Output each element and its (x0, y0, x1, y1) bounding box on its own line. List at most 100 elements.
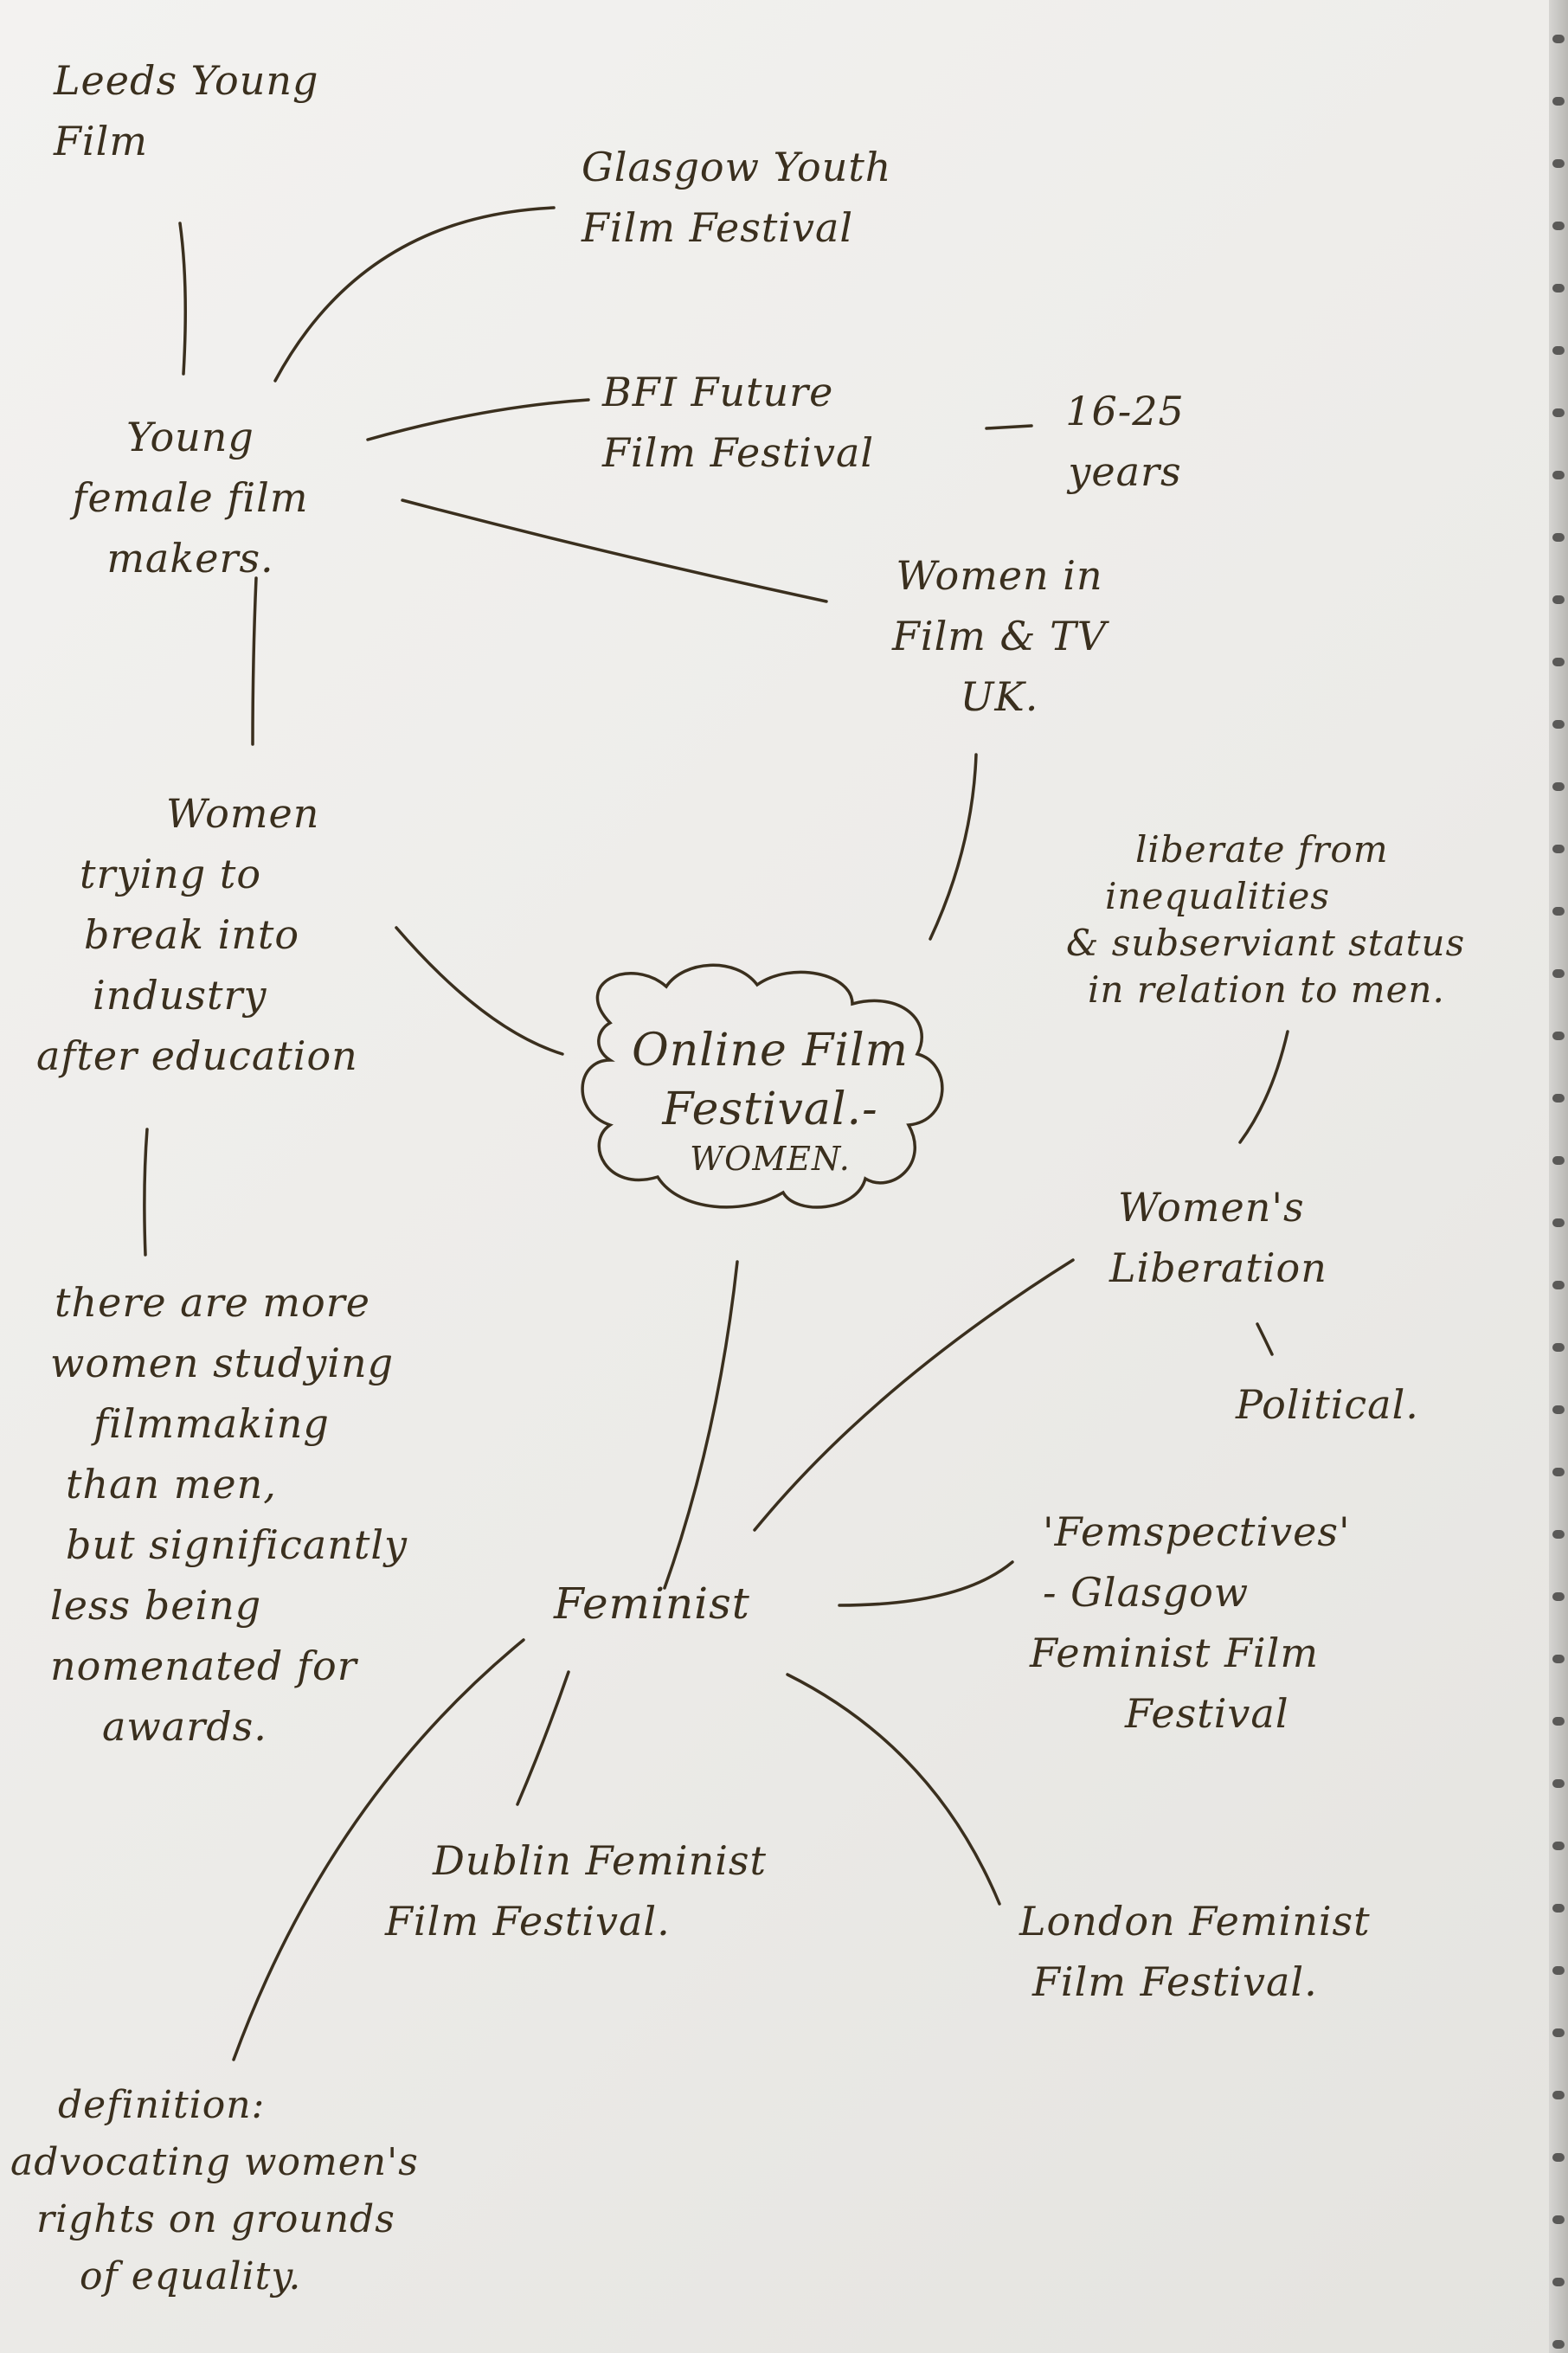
center-line-1: Online Film (632, 1025, 909, 1077)
node-leeds-young-film: Leeds Young Film (54, 50, 318, 171)
node-text: years (1068, 448, 1182, 495)
node-text: UK. (960, 673, 1039, 720)
node-text: advocating women's (10, 2140, 419, 2184)
node-text: Dublin Feminist (433, 1837, 768, 1884)
binding-hole (1552, 2091, 1565, 2099)
binding-hole (1552, 595, 1565, 604)
node-age-range: 16-25 years (1043, 381, 1207, 502)
node-text: Glasgow Youth (582, 144, 892, 190)
node-more-women-studying: there are more women studying filmmaking… (50, 1272, 408, 1757)
binding-hole (1552, 97, 1565, 106)
node-text: 16-25 (1065, 388, 1185, 434)
binding-hole (1552, 969, 1565, 978)
node-text: definition: (58, 2083, 266, 2127)
node-text: Women (166, 790, 320, 837)
center-line-3: WOMEN. (690, 1140, 851, 1178)
connector-liberate-womens-lib (1238, 1030, 1289, 1144)
binding-hole (1552, 1779, 1565, 1788)
binding-hole (1552, 782, 1565, 791)
binding-hole (1552, 720, 1565, 729)
node-text: trying to (80, 851, 262, 897)
node-political: Political. (1236, 1374, 1419, 1435)
binding-hole (1552, 1032, 1565, 1040)
binding-hole (1552, 1156, 1565, 1165)
connector-feminist-femspectives (838, 1560, 1014, 1607)
binding-hole (1552, 1405, 1565, 1414)
node-text: women studying (50, 1340, 395, 1386)
node-dublin-feminist: Dublin Feminist Film Festival. (385, 1830, 767, 1951)
binding-hole (1552, 1530, 1565, 1539)
binding-hole (1552, 1218, 1565, 1227)
node-text: but significantly (66, 1521, 408, 1568)
binding-hole (1552, 1343, 1565, 1352)
binding-hole (1552, 1655, 1565, 1663)
connector-center-feminist (663, 1260, 739, 1590)
connector-women-trying-more (143, 1128, 149, 1257)
binding-hole (1552, 2278, 1565, 2286)
node-text: rights on grounds (36, 2197, 395, 2241)
node-text: Women in (896, 552, 1103, 599)
node-liberate-from-inequalities: liberate from inequalities & subserviant… (1066, 826, 1465, 1013)
node-text: Feminist Film (1030, 1630, 1319, 1676)
node-text: Leeds Young (54, 57, 319, 104)
node-text: break into (84, 911, 300, 958)
node-text: Film (54, 118, 148, 164)
binding-hole (1552, 471, 1565, 479)
center-cloud-outline (581, 963, 944, 1209)
binding-hole (1552, 1904, 1565, 1913)
node-text: Liberation (1109, 1244, 1327, 1291)
binding-hole (1552, 907, 1565, 916)
node-bfi-future: BFI Future Film Festival (602, 362, 874, 483)
connector-leeds-young (178, 222, 187, 376)
connector-bfi-young (366, 398, 590, 441)
binding-hole (1552, 1592, 1565, 1601)
node-glasgow-youth: Glasgow Youth Film Festival (582, 137, 891, 258)
node-text: awards. (102, 1703, 267, 1750)
node-femspectives: 'Femspectives' - Glasgow Feminist Film F… (1030, 1501, 1351, 1744)
binding-hole (1552, 222, 1565, 230)
node-text: London Feminist (1019, 1898, 1371, 1945)
binding-hole (1552, 35, 1565, 43)
binding-hole (1552, 1717, 1565, 1726)
node-text: in relation to men. (1088, 968, 1445, 1011)
binding-hole (1552, 2215, 1565, 2224)
binding-hole (1552, 845, 1565, 853)
connector-glasgow-young (273, 206, 556, 383)
node-text: Film & TV (891, 613, 1108, 659)
connector-feminist-london (786, 1673, 1001, 1906)
binding-hole (1552, 2028, 1565, 2037)
connector-wftv-center (929, 753, 978, 941)
node-feminist: Feminist (554, 1573, 750, 1634)
binding-hole (1552, 1966, 1565, 1975)
binding-hole (1552, 159, 1565, 168)
node-london-feminist: London Feminist Film Festival. (1019, 1891, 1371, 2012)
binding-hole (1552, 1281, 1565, 1289)
connector-feminist-definition (232, 1638, 525, 2061)
node-text: there are more (55, 1279, 370, 1326)
node-text: makers. (106, 535, 274, 582)
binding-hole (1552, 658, 1565, 666)
node-text: Film Festival. (385, 1898, 671, 1945)
node-text: nomenated for (50, 1643, 357, 1689)
node-text: less being (50, 1582, 262, 1629)
binding-hole (1552, 2340, 1565, 2349)
connector-bfi-age (985, 424, 1033, 430)
connector-young-women-trying (251, 576, 258, 746)
connector-womens-lib-feminist (753, 1258, 1075, 1532)
node-text: - Glasgow (1043, 1569, 1250, 1616)
node-text: female film (72, 474, 309, 521)
center-line-2: Festival.- (662, 1083, 878, 1135)
node-text: BFI Future (602, 369, 834, 415)
node-women-in-film-tv: Women in Film & TV UK. (844, 545, 1155, 727)
node-text: industry (93, 972, 267, 1019)
binding-hole (1552, 284, 1565, 293)
node-text: after education (36, 1032, 358, 1079)
node-women-trying-to-break-in: Women trying to break into industry afte… (36, 783, 358, 1086)
binding-hole (1552, 1468, 1565, 1476)
connector-women-trying-center (395, 926, 564, 1056)
node-text: 'Femspectives' (1043, 1508, 1351, 1555)
binding-hole (1552, 533, 1565, 542)
node-text: Women's (1118, 1184, 1305, 1231)
